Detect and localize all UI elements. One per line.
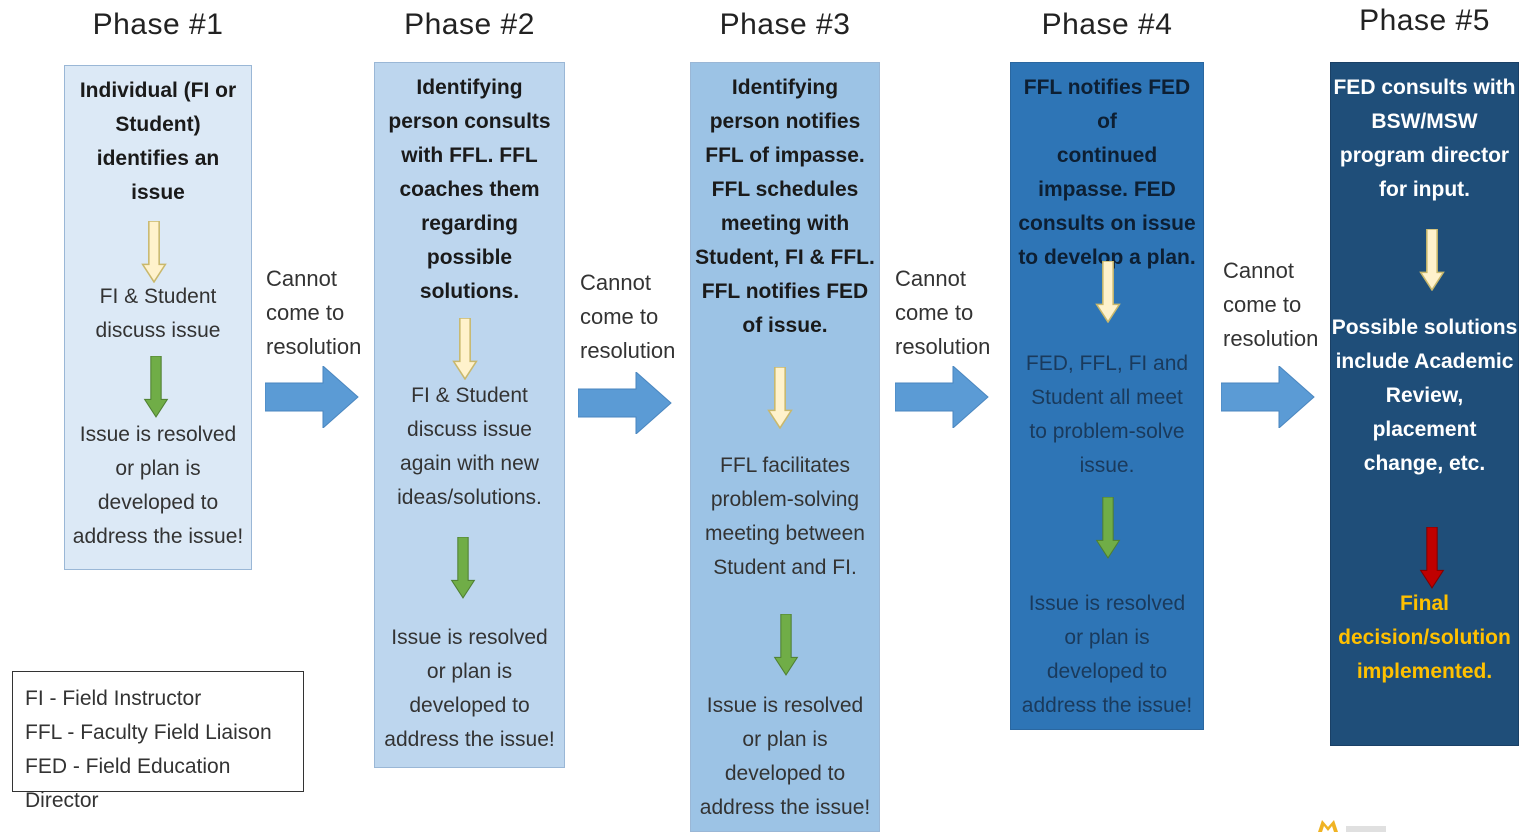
legend-item: FFL - Faculty Field Liaison xyxy=(25,721,272,744)
legend-box: FI - Field Instructor FFL - Faculty Fiel… xyxy=(12,671,304,812)
phase-1-top-text: Individual (FI or Student) identifies an… xyxy=(79,79,237,204)
phase-2-top-text: Identifying person consults with FFL. FF… xyxy=(388,76,551,303)
phase-3-middle-text: FFL facilitates problem-solving meeting … xyxy=(705,454,865,579)
logo-fragment xyxy=(1318,820,1386,832)
connector-1-text: Cannot come to resolution xyxy=(266,266,362,359)
down-arrow-icon xyxy=(143,356,169,418)
legend-item: FI - Field Instructor xyxy=(25,687,202,710)
phase-4-bottom-text: Issue is resolved or plan is developed t… xyxy=(1021,592,1193,717)
phase-5-title: Phase #5 xyxy=(1359,4,1490,37)
right-arrow-icon xyxy=(578,372,672,434)
phase-4-middle-text: FED, FFL, FI and Student all meet to pro… xyxy=(1025,352,1189,477)
down-arrow-icon xyxy=(1095,497,1121,559)
phase-3-bottom-text: Issue is resolved or plan is developed t… xyxy=(699,694,871,819)
phase-5-middle-text: Possible solutions include Academic Revi… xyxy=(1331,316,1518,475)
down-arrow-icon xyxy=(1095,261,1121,323)
down-arrow-icon xyxy=(1419,229,1445,291)
phase-4-title: Phase #4 xyxy=(1041,8,1173,41)
connector-3-text: Cannot come to resolution xyxy=(895,266,991,359)
phase-4-top-text: FFL notifies FED of continued impasse. F… xyxy=(1018,76,1196,269)
phase-2-bottom-text: Issue is resolved or plan is developed t… xyxy=(384,626,555,751)
phase-3-column: Identifying person notifies FFL of impas… xyxy=(690,62,880,832)
right-arrow-icon xyxy=(265,366,359,428)
right-arrow-icon xyxy=(895,366,989,428)
down-arrow-icon xyxy=(452,318,478,380)
down-arrow-icon xyxy=(450,537,476,599)
connector-2-text: Cannot come to resolution xyxy=(580,270,676,363)
phase-5-bottom-text: Final decision/solution implemented. xyxy=(1338,592,1511,683)
phase-5-top-text: FED consults with BSW/MSW program direct… xyxy=(1333,76,1516,201)
phase-1-bottom-text: Issue is resolved or plan is developed t… xyxy=(72,423,244,548)
phase-2-middle-text: FI & Student discuss issue again with ne… xyxy=(397,384,542,509)
phase-4-column: FFL notifies FED of continued impasse. F… xyxy=(1010,62,1204,730)
down-arrow-icon xyxy=(773,614,799,676)
phase-3-top-text: Identifying person notifies FFL of impas… xyxy=(695,76,875,337)
down-arrow-icon xyxy=(1419,527,1445,589)
legend-item: FED - Field Education Director xyxy=(25,755,231,812)
phase-1-title: Phase #1 xyxy=(92,8,224,41)
down-arrow-icon xyxy=(767,367,793,429)
phase-2-column: Identifying person consults with FFL. FF… xyxy=(374,62,565,768)
phase-2-title: Phase #2 xyxy=(404,8,535,41)
connector-4-text: Cannot come to resolution xyxy=(1223,258,1319,351)
right-arrow-icon xyxy=(1221,366,1315,428)
phase-1-column: Individual (FI or Student) identifies an… xyxy=(64,65,252,570)
phase-1-middle-text: FI & Student discuss issue xyxy=(95,285,221,342)
phase-3-title: Phase #3 xyxy=(719,8,851,41)
down-arrow-icon xyxy=(141,221,167,283)
phase-5-column: FED consults with BSW/MSW program direct… xyxy=(1330,62,1519,746)
